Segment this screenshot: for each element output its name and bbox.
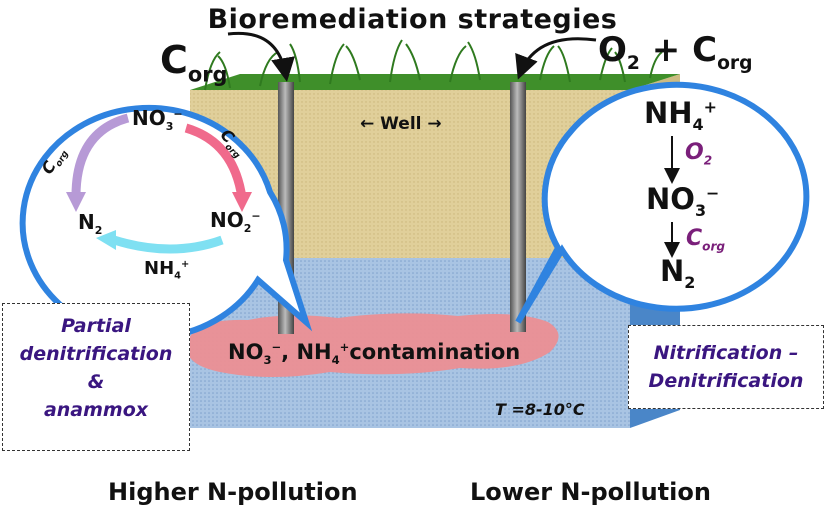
right-corg: Corg bbox=[686, 226, 726, 254]
contamination-label: NO3−, NH4+contamination bbox=[228, 340, 521, 368]
left-ammonium: NH4+ bbox=[144, 258, 190, 282]
nitrite-to-n2-arrow bbox=[112, 235, 224, 254]
temperature-label: T =8-10°C bbox=[495, 400, 585, 419]
left-box-line: Partial bbox=[61, 315, 131, 337]
right-strategy-box: Nitrification – Denitrification bbox=[628, 325, 824, 409]
left-corg-label: Corg bbox=[160, 38, 228, 87]
left-strategy-box: Partial denitrification & anammox bbox=[2, 303, 190, 451]
left-nitrate: NO3− bbox=[132, 106, 183, 133]
well-label: ← Well → bbox=[360, 114, 442, 134]
grass-top bbox=[190, 74, 680, 90]
cyan-arrowhead bbox=[96, 230, 116, 250]
right-dose-arrow bbox=[515, 37, 597, 80]
right-box-line: Denitrification bbox=[648, 370, 804, 392]
pink-arrowhead bbox=[232, 192, 252, 212]
diagram-title: Bioremediation strategies bbox=[207, 4, 618, 35]
left-nitrite: NO2− bbox=[210, 208, 261, 235]
bottom-left-label: Higher N-pollution bbox=[108, 478, 358, 506]
left-box-line: anammox bbox=[43, 399, 149, 421]
right-box-line: Nitrification – bbox=[653, 342, 799, 364]
right-o2: O2 bbox=[685, 140, 713, 168]
right-nitrate: NO3− bbox=[646, 182, 720, 220]
right-ammonium: NH4+ bbox=[644, 96, 717, 134]
left-dose-arrow bbox=[227, 31, 295, 82]
left-box-line: denitrification bbox=[19, 343, 173, 365]
nitrate-to-nitrite-arrow bbox=[184, 123, 247, 199]
left-n2: N2 bbox=[78, 210, 103, 237]
purple-arrowhead bbox=[66, 192, 86, 212]
right-o2-corg-label: O2 + Corg bbox=[598, 30, 753, 74]
nitrate-to-n2-arrow bbox=[71, 113, 130, 197]
right-well-pipe bbox=[510, 82, 526, 332]
grass-blades bbox=[204, 39, 663, 91]
left-box-line: & bbox=[87, 371, 105, 393]
right-speech-bubble bbox=[515, 81, 810, 324]
bottom-right-label: Lower N-pollution bbox=[470, 478, 711, 506]
right-n2: N2 bbox=[660, 254, 696, 292]
